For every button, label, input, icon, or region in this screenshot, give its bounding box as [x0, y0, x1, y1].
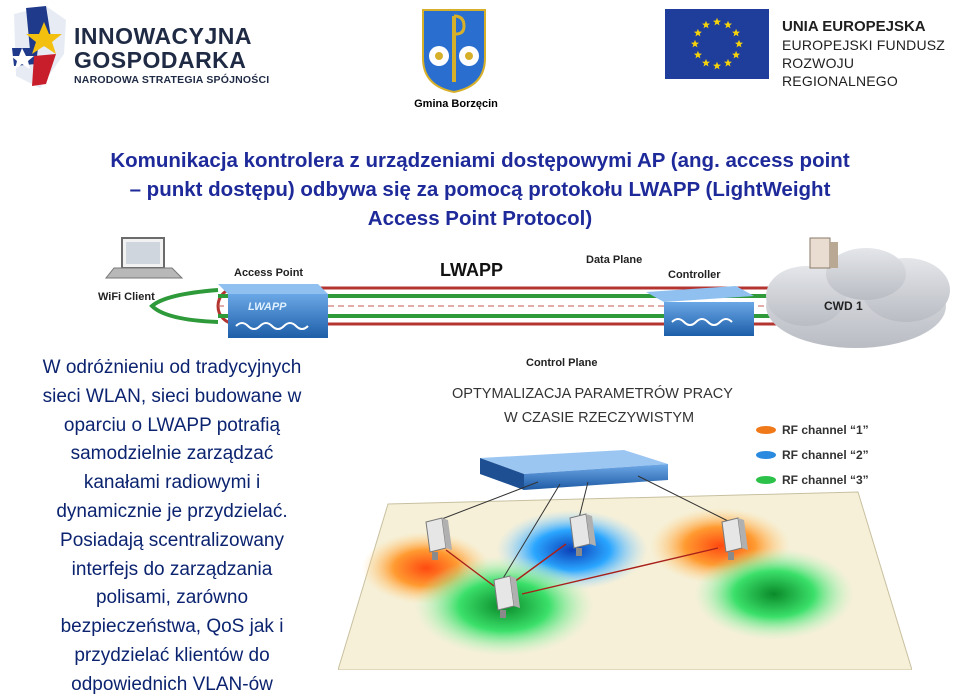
- logo-left-line3: NARODOWA STRATEGIA SPÓJNOŚCI: [74, 74, 270, 86]
- legend-swatch: [756, 476, 776, 484]
- body-line: interfejs do zarządzania: [71, 558, 273, 580]
- eu-flag-icon: [665, 9, 769, 79]
- eu-star-icon: [702, 58, 710, 67]
- body-line: Posiadają scentralizowany: [60, 529, 284, 551]
- eu-star-icon: [713, 17, 721, 26]
- logo-right-line1: UNIA EUROPEJSKA: [782, 18, 926, 35]
- cloud-icon: [766, 248, 950, 348]
- access-point-label: Access Point: [234, 267, 303, 279]
- heading-line1: Komunikacja kontrolera z urządzeniami do…: [110, 149, 850, 172]
- body-line: bezpieczeństwa, QoS jak i: [60, 616, 284, 638]
- svg-text:LWAPP: LWAPP: [248, 301, 287, 313]
- body-line: przydzielać klientów do: [74, 644, 270, 666]
- innowacyjna-gospodarka-logo: [6, 4, 276, 90]
- eu-star-icon: [702, 20, 710, 29]
- eu-fund-text: UNIA EUROPEJSKA EUROPEJSKI FUNDUSZ ROZWO…: [782, 18, 960, 90]
- eu-star-icon: [724, 20, 732, 29]
- lwapp-label: LWAPP: [440, 260, 503, 280]
- control-plane-label: Control Plane: [526, 357, 598, 369]
- wlan-controller-icon: [480, 450, 668, 490]
- controller-label: Controller: [668, 269, 721, 281]
- rf-legend: RF channel “1” RF channel “2” RF channel “…: [756, 423, 869, 487]
- star-flag-icon: [11, 6, 66, 88]
- logo-left-line1: INNOWACYJNA: [74, 23, 253, 49]
- legend-swatch: [756, 451, 776, 459]
- legend-label: RF channel “3”: [782, 473, 869, 487]
- rf-title-line1: OPTYMALIZACJA PARAMETRÓW PRACY: [452, 385, 733, 402]
- heading-line3: Access Point Protocol): [367, 207, 593, 230]
- innowacyjna-gospodarka-text: INNOWACYJNA GOSPODARKA NARODOWA STRATEGI…: [74, 24, 269, 86]
- laptop-icon: [104, 237, 184, 279]
- cwd-label: CWD 1: [824, 299, 863, 313]
- coverage-green-right: [694, 548, 854, 640]
- coat-caption: Gmina Borzęcin: [414, 98, 498, 110]
- logo-left-line2: GOSPODARKA: [74, 47, 247, 73]
- legend-label: RF channel “1”: [782, 423, 869, 437]
- eu-star-icon: [713, 61, 721, 70]
- body-line: sieci WLAN, sieci budowane w: [42, 385, 302, 407]
- body-paragraph: W odróżnieniu od tradycyjnych sieci WLAN,…: [0, 354, 344, 700]
- access-point-icon: [425, 517, 452, 560]
- data-plane-label: Data Plane: [586, 254, 642, 266]
- rf-optimization-diagram: OPTYMALIZACJA PARAMETRÓW PRACY W CZASIE …: [337, 372, 913, 671]
- legend-swatch: [756, 426, 776, 434]
- logo-right-line2: EUROPEJSKI FUNDUSZ: [782, 37, 946, 53]
- body-line: kanałami radiowymi i: [83, 472, 261, 494]
- green-tunnel-curve: [149, 288, 219, 324]
- logo-right-line3: ROZWOJU REGIONALNEGO: [782, 55, 898, 89]
- body-line: samodzielnie zarządzać: [70, 443, 274, 465]
- access-point-icon: [569, 513, 596, 556]
- body-line: W odróżnieniu od tradycyjnych: [42, 357, 302, 378]
- lwapp-diagram: WiFi Client Access Point LWAPP Data Plan…: [86, 226, 960, 376]
- eu-star-icon: [724, 58, 732, 67]
- page-heading: Komunikacja kontrolera z urządzeniami do…: [36, 146, 924, 233]
- access-point-icon: [721, 517, 748, 560]
- access-point-icon: [493, 575, 520, 618]
- eu-star-icon: [691, 39, 699, 48]
- access-point-device-icon: LWAPP: [218, 284, 328, 338]
- eu-star-icon: [735, 39, 743, 48]
- body-line: polisami, zarówno: [95, 587, 249, 609]
- legend-label: RF channel “2”: [782, 448, 869, 462]
- body-line: odpowiednich VLAN-ów: [71, 673, 273, 695]
- controller-device-icon: [646, 286, 754, 336]
- body-line: dynamicznie je przydzielać.: [56, 500, 288, 522]
- rf-title-line2: W CZASIE RZECZYWISTYM: [504, 410, 694, 426]
- wifi-client-label: WiFi Client: [98, 291, 155, 303]
- server-icon: [809, 237, 838, 269]
- body-line: oparciu o LWAPP potrafią: [63, 414, 281, 436]
- coat-of-arms-icon: [421, 8, 487, 94]
- heading-line2: – punkt dostępu) odbywa się za pomocą pr…: [129, 178, 831, 201]
